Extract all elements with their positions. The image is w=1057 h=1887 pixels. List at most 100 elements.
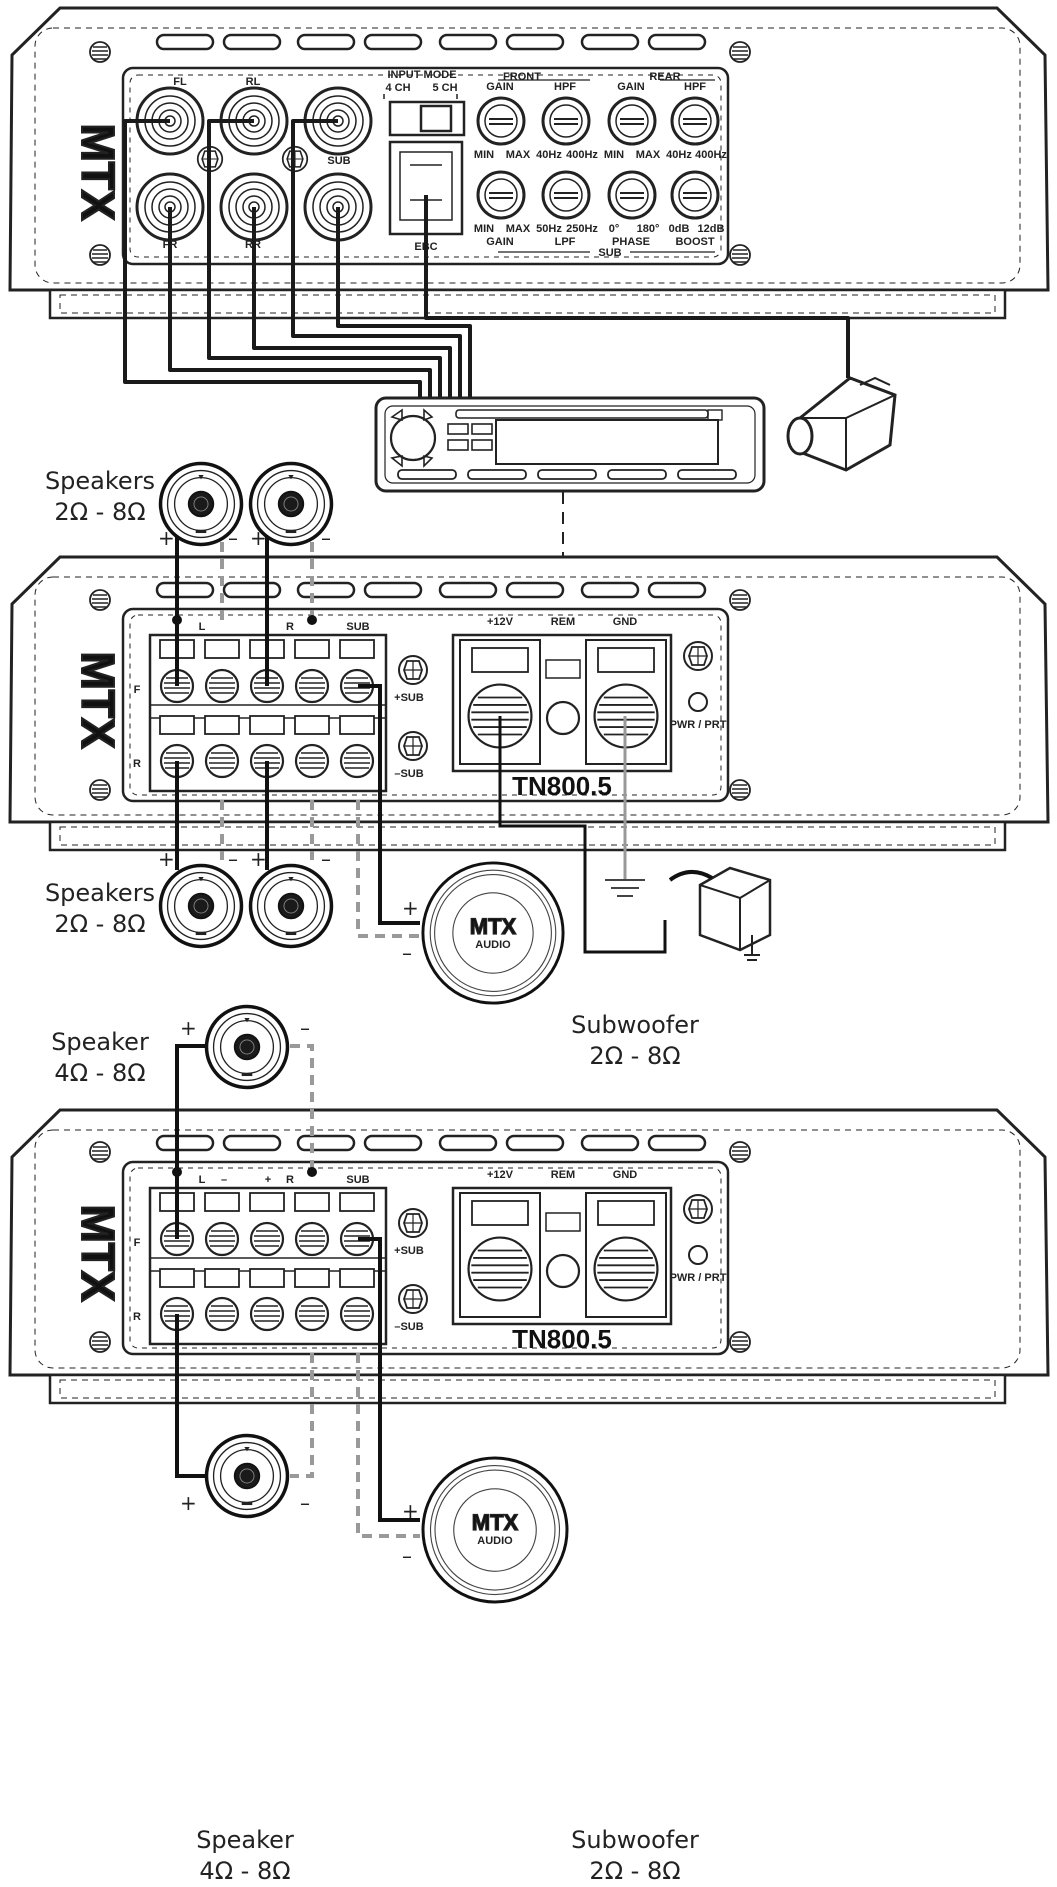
svg-text:+12V: +12V [487,1169,514,1181]
svg-text:GND: GND [613,616,638,628]
rear-hpf-label: HPF [684,81,706,93]
subwoofer-mid-ohm: 2Ω - 8Ω [589,1042,681,1070]
speaker-bottom-left [158,863,244,949]
rca-rl-label: RL [246,76,261,88]
svg-text:12dB: 12dB [698,223,725,235]
rca-cables [123,119,850,400]
speaker-top3-label: Speaker 4Ω - 8Ω [45,1027,155,1089]
model-label-2: TN800.5 [512,771,612,801]
svg-text:50Hz: 50Hz [536,223,562,235]
sub-logo-mid: MTX [470,914,517,939]
input-mode-label: INPUT MODE [387,69,456,81]
svg-text:R: R [133,758,141,770]
svg-text:+: + [250,526,267,550]
ebc-remote [786,376,897,472]
svg-text:+: + [250,847,267,871]
speaker-bottom3-ohm: 4Ω - 8Ω [199,1857,291,1885]
svg-text:–: – [228,526,238,550]
svg-text:MIN: MIN [474,149,494,161]
svg-text:–: – [402,941,412,965]
svg-text:–SUB: –SUB [394,1321,423,1333]
speaker-bottom-panel3 [204,1433,290,1519]
rca-sub-label: SUB [327,155,350,167]
svg-text:PHASE: PHASE [612,236,650,248]
sub-gain-knob[interactable] [476,170,526,220]
svg-text:–: – [221,1174,227,1186]
subwoofer-mid-name: Subwoofer [571,1011,699,1039]
svg-text:L: L [199,621,206,633]
svg-text:F: F [134,684,141,696]
svg-text:–: – [228,847,238,871]
model-label-3: TN800.5 [512,1324,612,1354]
speaker-bottom-right [248,863,334,949]
rear-hpf-knob[interactable] [670,96,720,146]
svg-text:40Hz: 40Hz [666,149,692,161]
svg-text:–SUB: –SUB [394,768,423,780]
svg-text:F: F [134,1237,141,1249]
svg-text:MAX: MAX [506,149,531,161]
svg-text:MAX: MAX [636,149,661,161]
svg-text:L: L [199,1174,206,1186]
svg-text:40Hz: 40Hz [536,149,562,161]
svg-text:PWR / PRT: PWR / PRT [670,1272,727,1284]
sub-phase-knob[interactable] [607,170,657,220]
front-gain-knob[interactable] [476,96,526,146]
amp-panel-top: MTX FL RL SUB FR RR INPUT MODE 4 CH 5 CH… [8,6,1050,320]
svg-text:250Hz: 250Hz [566,223,598,235]
svg-text:+12V: +12V [487,616,514,628]
front-hpf-knob[interactable] [541,96,591,146]
svg-text:R: R [286,621,294,633]
svg-text:LPF: LPF [555,236,576,248]
brand-logo-1: MTX [72,123,124,220]
amp-panel-middle: MTX L R SUB F R +SUB –SUB +12V REM GND [8,555,1050,852]
svg-text:SUB: SUB [346,621,369,633]
head-unit [374,396,766,493]
svg-text:0°: 0° [609,223,620,235]
svg-text:+: + [402,1499,419,1523]
svg-text:BOOST: BOOST [675,236,714,248]
svg-text:GAIN: GAIN [486,236,514,248]
svg-text:SUB: SUB [598,247,621,259]
front-label: FRONT [503,71,541,83]
svg-text:400Hz: 400Hz [695,149,727,161]
speakers-mid-ohm: 2Ω - 8Ω [54,910,146,938]
speakers-top-ohm: 2Ω - 8Ω [54,498,146,526]
speakers-top-label: Speakers 2Ω - 8Ω [40,466,160,528]
svg-text:–: – [321,526,331,550]
rear-gain-label: GAIN [617,81,645,93]
svg-text:MAX: MAX [506,223,531,235]
speaker-top3-name: Speaker [51,1028,149,1056]
svg-text:–: – [402,1544,412,1568]
svg-text:REM: REM [551,1169,575,1181]
sub-lpf-knob[interactable] [541,170,591,220]
svg-text:400Hz: 400Hz [566,149,598,161]
amp-panel-bottom: MTX L – + R SUB F R +SUB –SUB +12V REM G… [8,1108,1050,1405]
svg-text:+: + [158,847,175,871]
speakers-top-name: Speakers [44,467,156,495]
speaker-wires-mid [175,525,667,954]
svg-text:R: R [133,1311,141,1323]
speaker-bottom3-name: Speaker [196,1826,294,1854]
svg-text:REM: REM [551,616,575,628]
svg-text:MIN: MIN [604,149,624,161]
svg-text:+SUB: +SUB [394,1245,424,1257]
subwoofer-bottom-name: Subwoofer [571,1826,699,1854]
brand-logo-3: MTX [72,1204,124,1301]
subwoofer-bottom-label: Subwoofer 2Ω - 8Ω [560,1825,710,1887]
rca-fl-label: FL [173,76,187,88]
speaker-top-panel3 [204,1004,290,1090]
sub-boost-knob[interactable] [670,170,720,220]
svg-text:R: R [286,1174,294,1186]
subwoofer-bottom-ohm: 2Ω - 8Ω [589,1857,681,1885]
front-gain-label: GAIN [486,81,514,93]
svg-text:SUB: SUB [346,1174,369,1186]
input-mode-5ch: 5 CH [432,82,457,94]
rear-gain-knob[interactable] [607,96,657,146]
svg-text:+SUB: +SUB [394,692,424,704]
svg-text:AUDIO: AUDIO [477,1535,513,1547]
svg-text:180°: 180° [637,223,660,235]
subwoofer-mid-label: Subwoofer 2Ω - 8Ω [560,1010,710,1072]
speakers-mid-label: Speakers 2Ω - 8Ω [40,878,160,940]
svg-text:+: + [402,896,419,920]
